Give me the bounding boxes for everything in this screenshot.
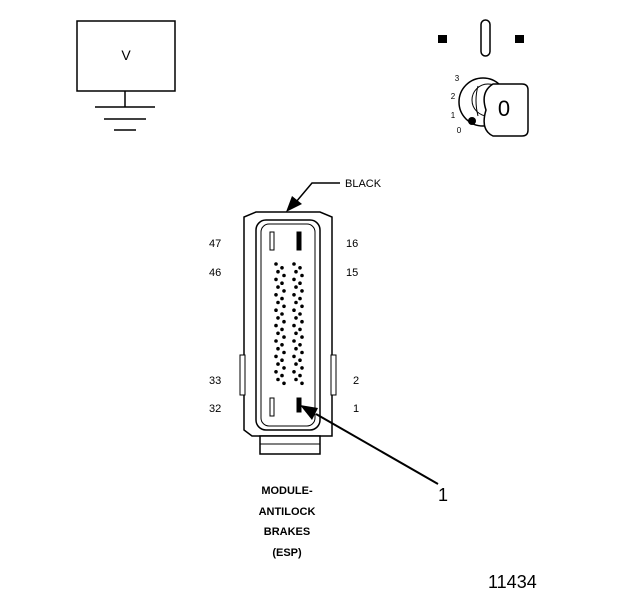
pin-dot [300, 366, 304, 370]
pin-dot [274, 354, 278, 359]
pin-dot [298, 266, 302, 270]
pin-dot [274, 308, 278, 313]
connector-body [239, 211, 337, 455]
pin-dot [298, 373, 302, 378]
pin-dot [282, 335, 286, 339]
callout-arrow-icon [300, 405, 318, 420]
module-name-line-2: ANTILOCK [259, 506, 316, 518]
pin-dot [300, 335, 304, 339]
pin-dot [282, 350, 286, 355]
pin-dot [274, 277, 278, 282]
pin-dot [276, 346, 280, 351]
pin-dot [292, 339, 296, 343]
pin-label-2: 2 [353, 375, 359, 387]
connector-pin-grid [274, 262, 304, 386]
figure-number: 11434 [488, 572, 537, 592]
pin-dot [300, 304, 304, 309]
pin-dot [280, 266, 284, 270]
pin-dot [280, 312, 284, 316]
pin-dot [292, 323, 296, 328]
connector-color-callout: BLACK [286, 178, 382, 212]
pin-dot [292, 262, 296, 266]
callout-1: 1 [300, 405, 448, 505]
pin-dot [298, 312, 302, 316]
voltmeter: V [76, 20, 176, 131]
key-position-label: 0 [498, 96, 510, 121]
pin-dot [298, 281, 302, 286]
pin-dot [274, 370, 278, 374]
pin-label-33: 33 [209, 375, 221, 387]
pin-dot [294, 331, 298, 336]
ignition-switch-icon: 0 3 2 1 0 [438, 19, 529, 137]
pin-dot [300, 381, 304, 386]
pin-label-46: 46 [209, 267, 221, 279]
pin-dot [294, 377, 298, 382]
pin-dot [292, 277, 296, 282]
pin-label-47: 47 [209, 238, 221, 250]
connector-color-label: BLACK [345, 178, 382, 190]
pin-dot [298, 296, 302, 301]
pin-dot [280, 296, 284, 301]
ground-icon [95, 106, 155, 131]
pin-dot [276, 331, 280, 336]
callout-number: 1 [438, 485, 448, 505]
pin-dot [276, 269, 280, 274]
pin-dot [276, 362, 280, 366]
pin-dot [300, 350, 304, 355]
module-name-line-4: (ESP) [272, 547, 302, 559]
pin-dot [282, 289, 286, 293]
pin-dot [294, 316, 298, 320]
pin-dot [282, 273, 286, 278]
pin-label-16: 16 [346, 238, 358, 250]
pin-dot [280, 343, 284, 347]
pin-dot [276, 285, 280, 289]
voltmeter-symbol: V [121, 47, 131, 63]
pin-label-32: 32 [209, 403, 221, 415]
pin-dot [282, 381, 286, 386]
module-name-line-1: MODULE- [261, 485, 313, 497]
arrow-head-icon [286, 196, 302, 212]
pin-dot [300, 273, 304, 278]
pin-dot [294, 300, 298, 305]
pin-dot [292, 354, 296, 359]
pin-dot [292, 370, 296, 374]
pin-label-15: 15 [346, 267, 358, 279]
voltmeter-box [76, 20, 176, 92]
ignition-position-2: 2 [451, 92, 456, 101]
pin-dot [294, 362, 298, 366]
pin-dot [280, 327, 284, 332]
pin-dot [300, 289, 304, 293]
module-name-line-3: BRAKES [264, 526, 310, 538]
pin-dot [298, 343, 302, 347]
pin-dot [274, 293, 278, 297]
pin-dot [294, 346, 298, 351]
pin-dot [298, 327, 302, 332]
pin-dot [274, 323, 278, 328]
pin-dot [280, 358, 284, 363]
pin-dot [276, 377, 280, 382]
pin-dot [294, 269, 298, 274]
pin-dot [276, 316, 280, 320]
pin-dot [282, 319, 286, 324]
pin-dot [280, 281, 284, 286]
ignition-position-0: 0 [457, 126, 462, 135]
pin-dot [280, 373, 284, 378]
pin-dot [276, 300, 280, 305]
pin-dot [282, 304, 286, 309]
pin-dot [274, 339, 278, 343]
pin-dot [292, 293, 296, 297]
pin-label-1: 1 [353, 403, 359, 415]
ignition-position-3: 3 [455, 74, 460, 83]
pin-dot [292, 308, 296, 313]
ignition-position-1: 1 [451, 111, 456, 120]
pin-dot [300, 319, 304, 324]
pin-dot [274, 262, 278, 266]
pin-dot [298, 358, 302, 363]
pin-dot [294, 285, 298, 289]
pin-dot [282, 366, 286, 370]
